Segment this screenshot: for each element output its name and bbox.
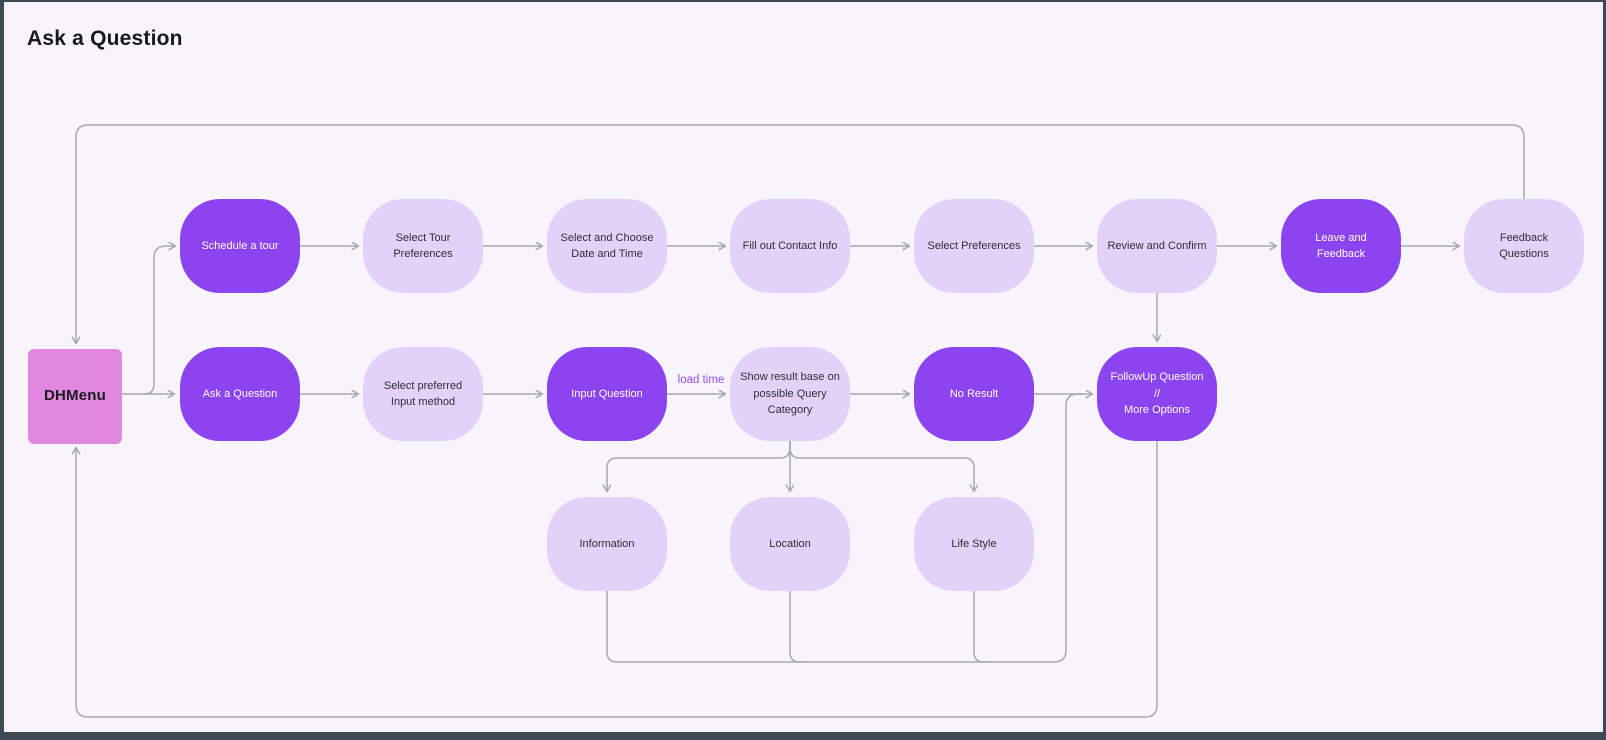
flow-node-label: Input Question	[571, 387, 643, 400]
connector-show-result-to-life-style	[789, 441, 974, 491]
flow-node-label: Review and Confirm	[1107, 239, 1207, 252]
flow-node-label: DHMenu	[43, 387, 107, 405]
flow-node-select-tour-preferences[interactable]: Select Tour Preferences	[363, 199, 483, 293]
connector-information-to-followup-question	[606, 393, 1084, 663]
flow-node-label: Schedule a tour	[201, 239, 279, 252]
page-title: Ask a Question	[27, 27, 183, 50]
flow-node-select-preferences[interactable]: Select Preferences	[914, 199, 1034, 293]
flow-node-show-result[interactable]: Show result base on possible Query Categ…	[730, 347, 850, 441]
flow-node-select-input-method[interactable]: Select preferred Input method	[363, 347, 483, 441]
connector-show-result-to-information	[607, 441, 791, 491]
flow-node-followup-question[interactable]: FollowUp Question // More Options	[1097, 347, 1217, 441]
flow-node-input-question[interactable]: Input Question	[547, 347, 667, 441]
flow-node-label: Select Preferences	[927, 239, 1021, 252]
edge-label-load-time: load time	[677, 374, 725, 386]
flow-node-review-confirm[interactable]: Review and Confirm	[1097, 199, 1217, 293]
flow-node-no-result[interactable]: No Result	[914, 347, 1034, 441]
flow-node-location[interactable]: Location	[730, 497, 850, 591]
flow-node-label: Ask a Question	[202, 387, 278, 400]
flow-node-select-date-time[interactable]: Select and Choose Date and Time	[547, 199, 667, 293]
connector-dhmenu-to-schedule-a-tour	[143, 246, 175, 395]
flow-node-label: FollowUp Question // More Options	[1110, 371, 1204, 417]
flow-node-dhmenu[interactable]: DHMenu	[28, 349, 122, 444]
connector-life-style-to-followup-question	[973, 591, 992, 663]
flow-node-label: No Result	[949, 387, 999, 400]
flow-node-life-style[interactable]: Life Style	[914, 497, 1034, 591]
flow-node-label: Location	[769, 537, 811, 550]
connector-layer	[4, 124, 1525, 718]
flow-node-feedback-questions[interactable]: Feedback Questions	[1464, 199, 1584, 293]
flow-node-fill-contact-info[interactable]: Fill out Contact Info	[730, 199, 850, 293]
connector-feedback-questions-to-dhmenu	[76, 124, 1525, 343]
flow-node-label: Show result base on possible Query Categ…	[740, 371, 840, 417]
flow-node-label: Information	[579, 537, 635, 550]
flow-node-label: Select and Choose Date and Time	[560, 231, 654, 261]
flow-node-ask-a-question[interactable]: Ask a Question	[180, 347, 300, 441]
flow-node-label: Fill out Contact Info	[742, 239, 838, 252]
connector-followup-question-to-dhmenu	[76, 441, 1158, 718]
flow-node-label: Select preferred Input method	[383, 379, 463, 409]
flow-node-label: Life Style	[951, 537, 997, 550]
flow-node-label: Select Tour Preferences	[393, 231, 453, 261]
flow-node-leave-feedback[interactable]: Leave and Feedback	[1281, 199, 1401, 293]
flow-node-label: Feedback Questions	[1499, 231, 1549, 261]
connector-location-to-followup-question	[789, 591, 808, 663]
flow-node-information[interactable]: Information	[547, 497, 667, 591]
flow-node-schedule-a-tour[interactable]: Schedule a tour	[180, 199, 300, 293]
flow-node-label: Leave and Feedback	[1315, 231, 1367, 261]
